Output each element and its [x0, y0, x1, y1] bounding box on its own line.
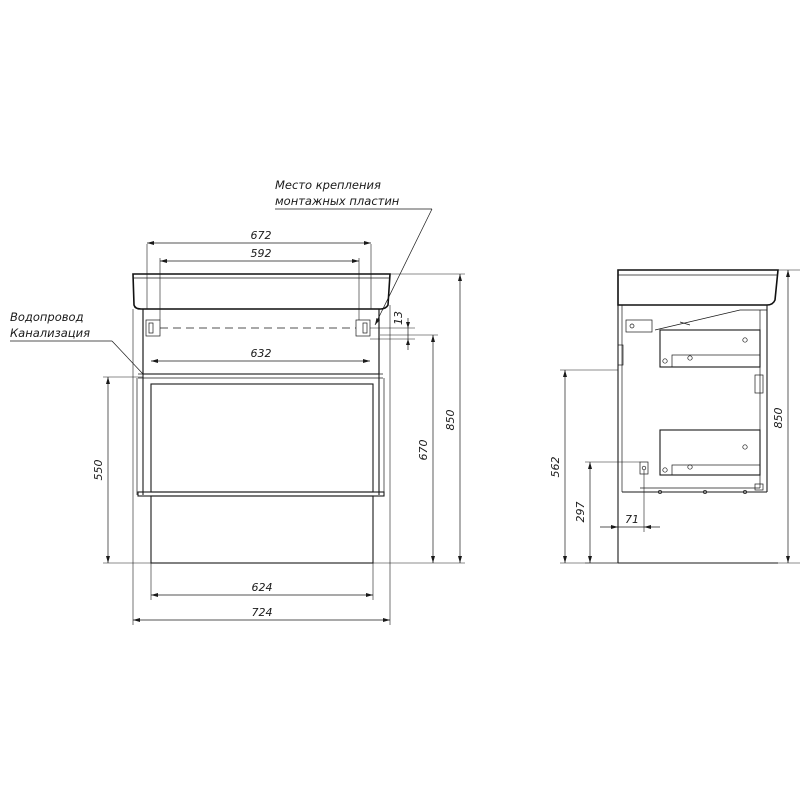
mounting-note-line2: монтажных пластин	[275, 194, 400, 208]
side-drawer-lower-box	[659, 429, 761, 476]
side-drawer-lower-runner	[671, 464, 761, 476]
front-view: 672 592 632 13 550 670 850	[10, 178, 465, 625]
side-upper-screw-1	[662, 358, 668, 364]
dim-13-arrows	[406, 322, 410, 345]
dim-71-label: 71	[625, 513, 639, 526]
mount-bracket-left-inner	[148, 322, 154, 334]
water-leader	[111, 340, 144, 375]
drawer-divider	[137, 491, 385, 497]
dim-side-850-label: 850	[772, 408, 785, 429]
side-slope	[654, 309, 767, 331]
side-lower-screw-2	[687, 464, 693, 470]
dim-624-label: 624	[252, 581, 273, 594]
dim-592-label: 592	[251, 247, 272, 260]
side-view: 562 297 71 850	[549, 269, 800, 564]
drawer-lower	[150, 495, 374, 564]
side-lower-handle	[754, 483, 764, 491]
mounting-leader-arrow	[375, 318, 380, 325]
dim-550-label: 550	[92, 460, 105, 481]
dim-632-label: 632	[251, 347, 272, 360]
side-drain-screw	[641, 465, 647, 471]
side-bracket	[625, 319, 653, 333]
side-upper-screw-2	[687, 355, 693, 361]
side-upper-screw-3	[742, 337, 748, 343]
dim-672-label: 672	[251, 229, 272, 242]
cabinet-upper	[142, 308, 380, 375]
side-upper-handle	[754, 374, 764, 394]
side-drawer-upper-box	[659, 329, 761, 368]
dim-562-label: 562	[549, 457, 562, 478]
mounting-leader	[374, 208, 433, 326]
drawer-upper	[150, 383, 374, 493]
dim-850-label: 850	[444, 410, 457, 431]
side-drawer-upper-runner	[671, 354, 761, 368]
dim-670-label: 670	[417, 440, 430, 461]
water-note-line1: Водопровод	[10, 310, 84, 324]
dim-297-label: 297	[574, 502, 587, 523]
basin-top	[132, 273, 391, 310]
side-lower-screw-3	[742, 444, 748, 450]
dim-13-label: 13	[392, 311, 405, 325]
side-bottom-screw-2	[703, 490, 707, 494]
dim-724-label: 724	[252, 606, 273, 619]
side-bracket-screw	[629, 323, 635, 329]
side-lower-screw-1	[662, 467, 668, 473]
side-bottom-screw-3	[743, 490, 747, 494]
side-wall-bracket	[617, 344, 624, 366]
side-slope-tick	[679, 321, 691, 326]
mounting-note-line1: Место крепления	[275, 178, 381, 192]
side-bottom-screw-1	[658, 490, 662, 494]
water-note-line2: Канализация	[10, 326, 90, 340]
mount-bracket-right-inner	[362, 322, 368, 334]
